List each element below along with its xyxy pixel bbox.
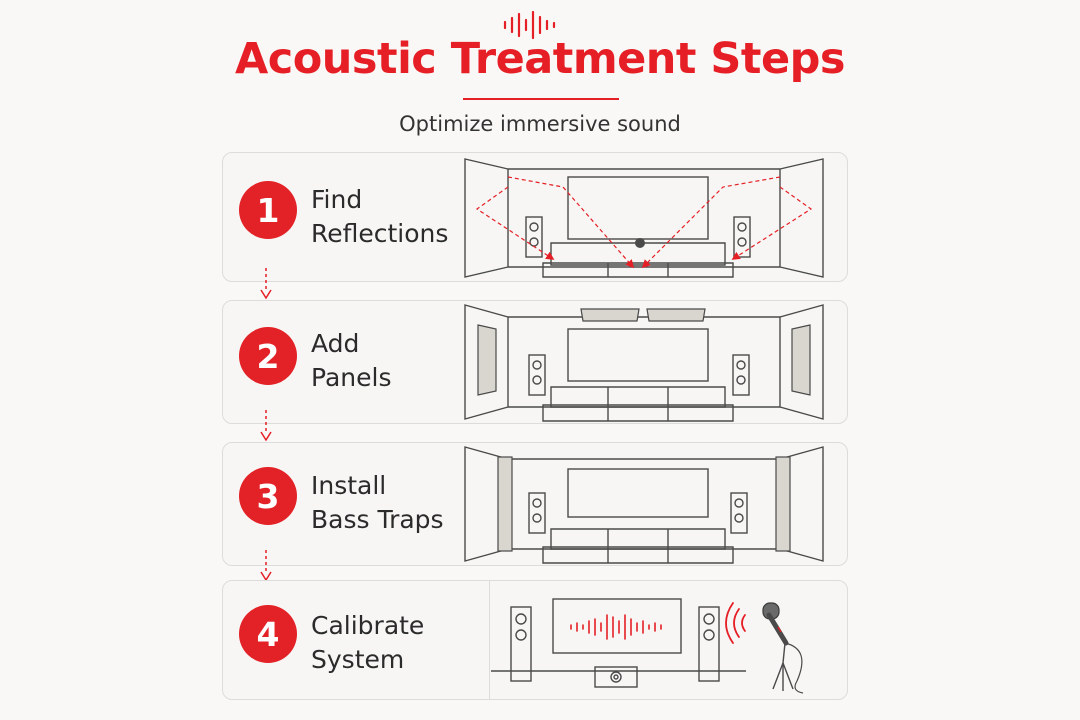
step-label: Install Bass Traps [311,469,444,537]
dotted-arrow-connector [260,550,272,582]
tv-screen [567,176,709,240]
av-receiver [594,666,638,688]
ceiling-panel-left [580,308,640,322]
listener-head [635,238,645,248]
page-subtitle: Optimize immersive sound [399,112,681,136]
step-number-badge: 4 [239,605,297,663]
step-label-line2: Reflections [311,219,449,248]
room-right-wall [779,158,824,278]
step-label-line2: Panels [311,363,392,392]
page-title: Acoustic Treatment Steps [235,34,846,84]
step-card-2: 2 Add Panels [222,300,848,424]
step-label-line1: Calibrate [311,611,425,640]
room-reflections-illustration [464,158,824,278]
calibration-panel-divider [489,581,490,699]
step-label: Find Reflections [311,183,448,251]
step-label-line2: Bass Traps [311,505,444,534]
left-tower-speaker [510,606,532,682]
step-card-3: 3 Install Bass Traps [222,442,848,566]
wall-panel-right [791,324,811,396]
header: Acoustic Treatment Steps Optimize immers… [0,0,1080,150]
step-card-1: 1 Find Reflections [222,152,848,282]
step-label-line1: Find [311,185,363,214]
sound-emission-icon [725,602,746,644]
room-bass-traps-illustration [464,446,824,564]
step-label-line1: Add [311,329,360,358]
room-left-wall [464,158,509,278]
wall-panel-left [477,324,497,396]
bass-trap-right [775,456,791,552]
left-speaker [525,216,543,258]
microphone-icon [762,602,804,694]
sound-wave-icon [503,10,556,40]
bass-trap-left [497,456,513,552]
step-label-line2: System [311,645,405,674]
sofa [542,242,734,278]
step-label: Add Panels [311,327,391,395]
step-card-4: 4 Calibrate System [222,580,848,700]
right-speaker [733,216,751,258]
step-number-badge: 3 [239,467,297,525]
dotted-arrow-connector [260,268,272,300]
ceiling-panel-right [646,308,706,322]
right-tower-speaker [698,606,720,682]
step-number-badge: 2 [239,327,297,385]
step-label: Calibrate System [311,609,424,677]
sound-wave-icon [570,614,662,640]
step-number-badge: 1 [239,181,297,239]
room-panels-illustration [464,304,824,422]
title-underline [463,98,619,100]
step-label-line1: Install [311,471,387,500]
tv-screen [552,598,682,654]
dotted-arrow-connector [260,410,272,442]
calibration-illustration [491,598,804,694]
